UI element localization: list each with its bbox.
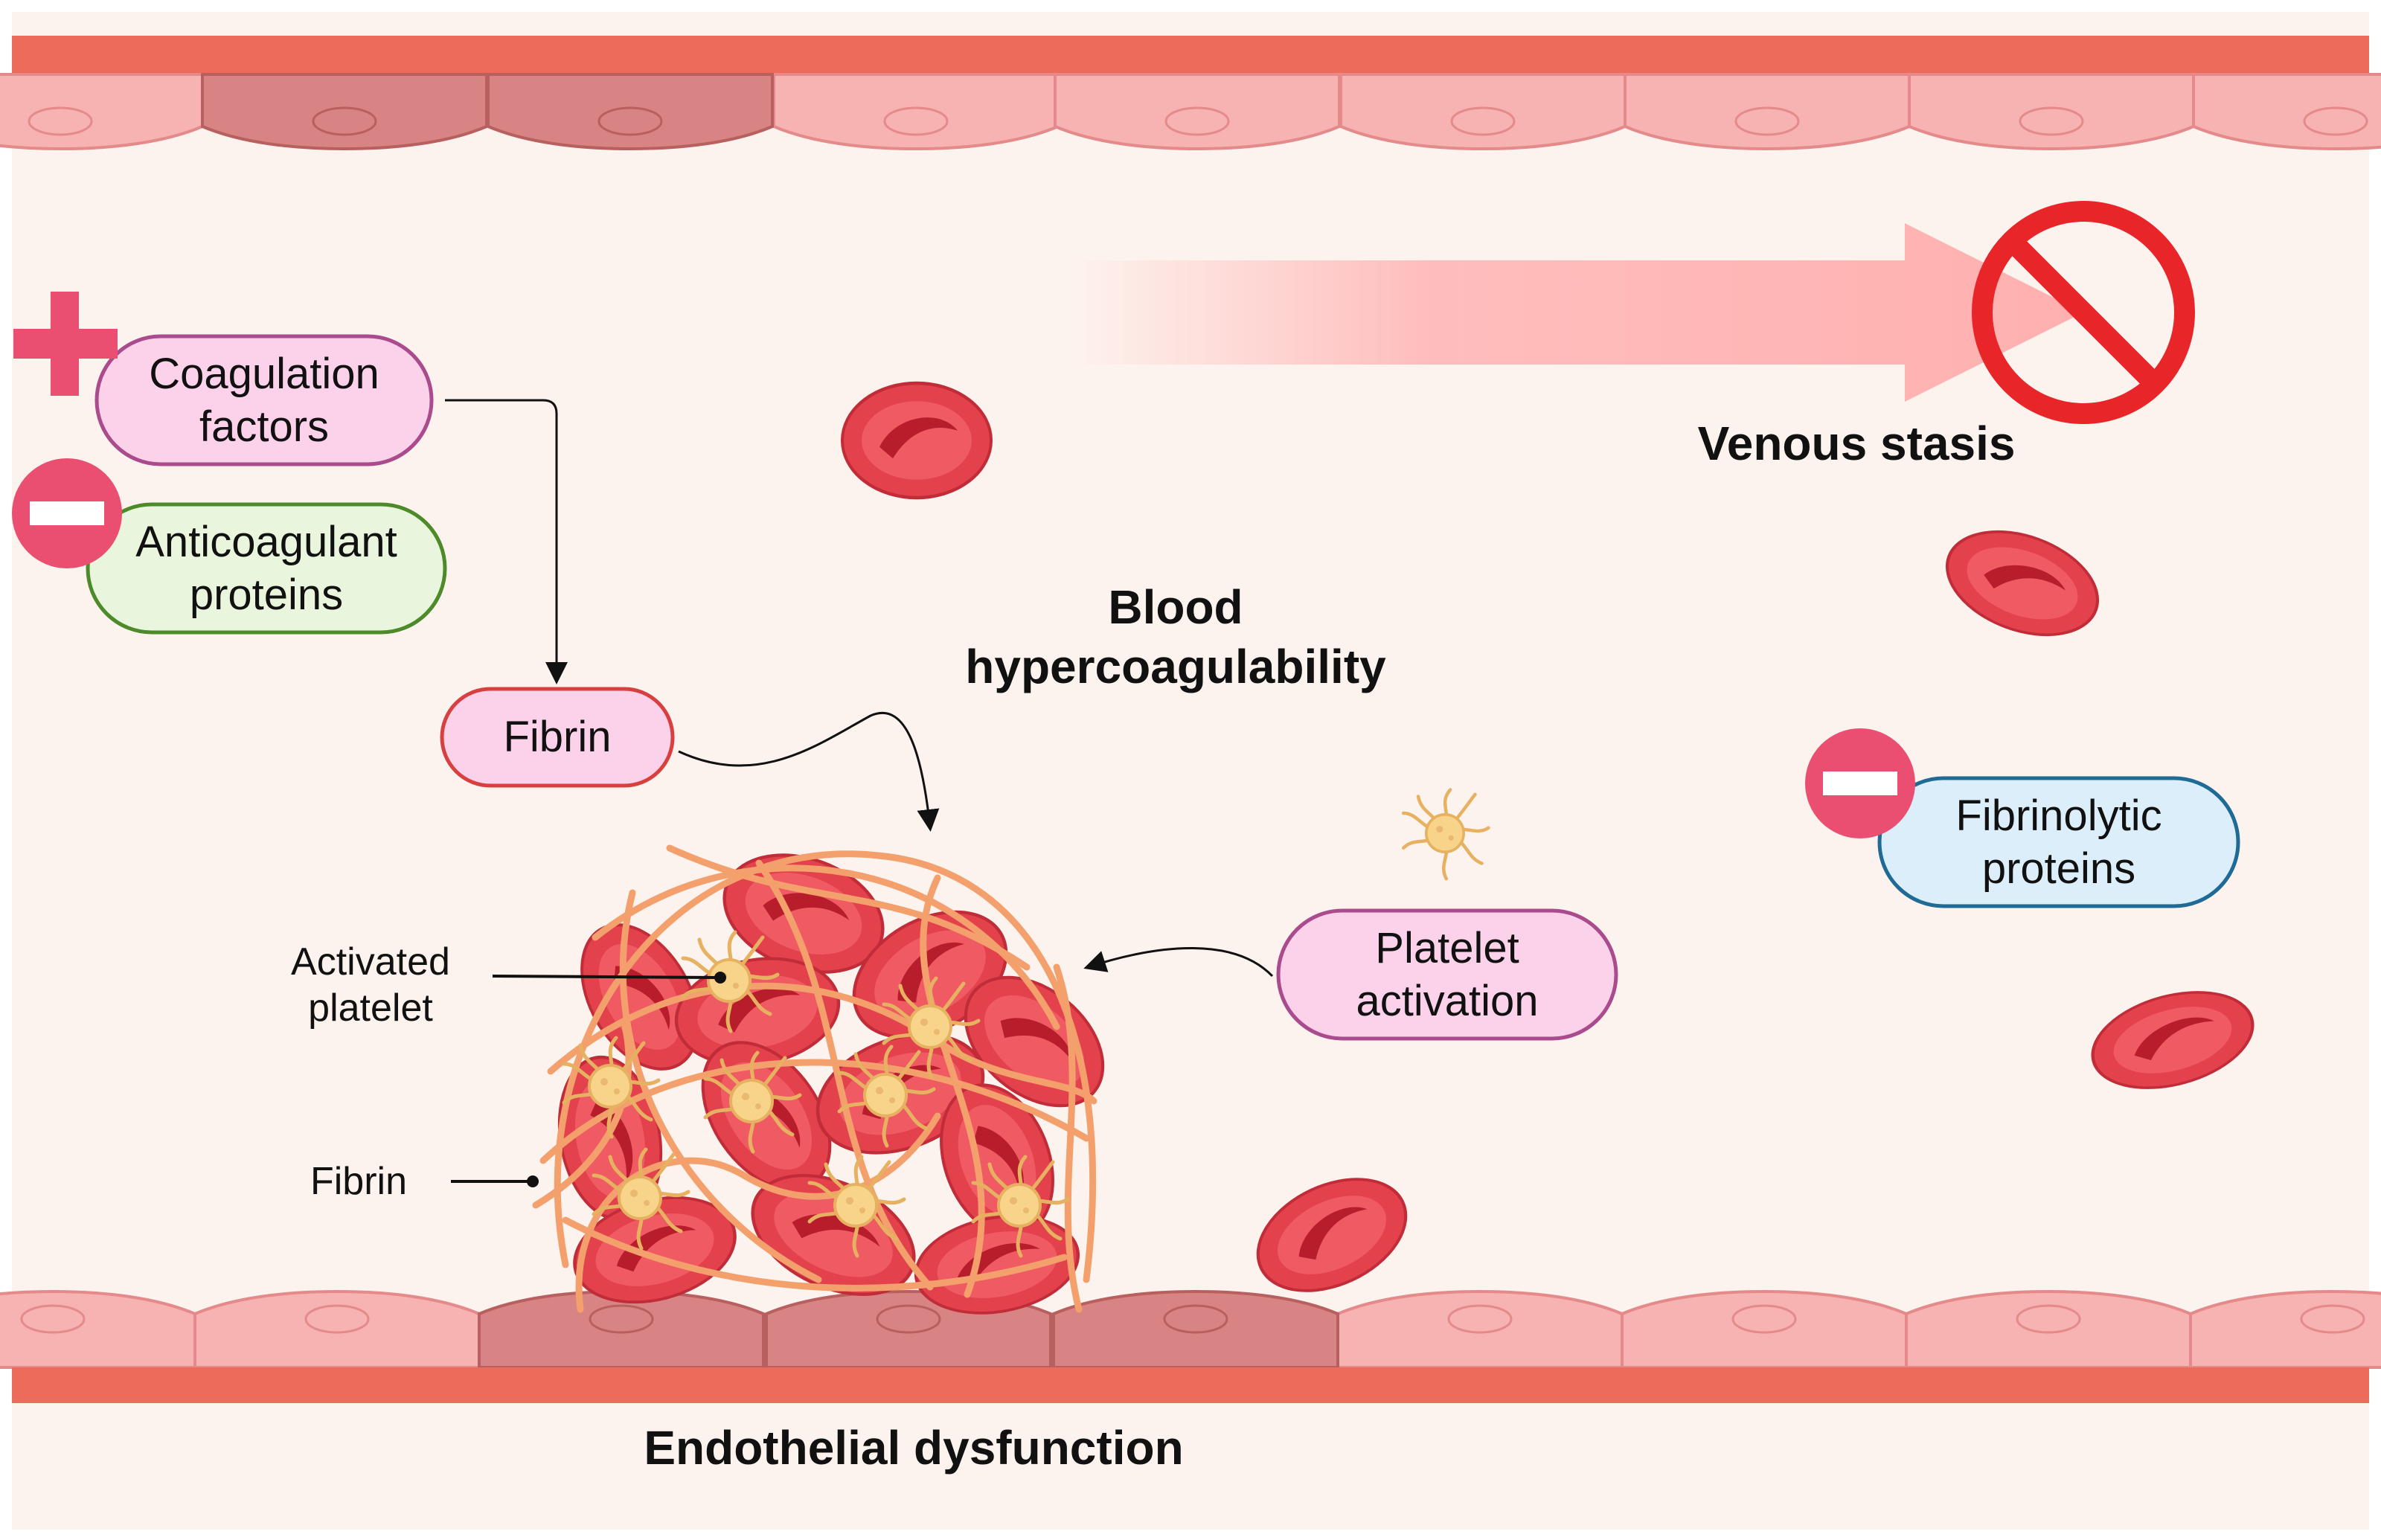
dysfunctional-endothelial-cell xyxy=(1052,1290,1339,1369)
platelet-activation-pill: Platelet activation xyxy=(1276,908,1618,1041)
fibrinolytic-proteins-line-1: Fibrinolytic xyxy=(1955,792,2162,840)
red-blood-cell-icon xyxy=(842,383,991,498)
fibrinolytic-proteins-line-2: proteins xyxy=(1982,844,2135,893)
no-entry-icon xyxy=(1972,201,2195,424)
activated-platelet-line-1: Activated xyxy=(291,940,450,984)
connector-arrow xyxy=(678,711,940,832)
anticoagulant-proteins-line-2: proteins xyxy=(190,571,343,619)
minus-icon xyxy=(1805,728,1915,838)
fibrin-mesh xyxy=(532,844,1097,1313)
fibrinolytic-proteins-pill: Fibrinolytic proteins xyxy=(1877,776,2240,908)
anticoagulant-proteins-pill: Anticoagulant proteins xyxy=(86,502,447,635)
bottom-vessel-wall xyxy=(0,1290,2381,1403)
coagulation-factors-line-1: Coagulation xyxy=(149,350,379,398)
venous-stasis-label: Venous stasis xyxy=(1698,417,2016,470)
coagulation-factors-line-2: factors xyxy=(199,402,329,451)
platelet-activation-line-1: Platelet xyxy=(1375,924,1519,972)
connector-arrow xyxy=(445,399,568,684)
blood-hypercoagulability-heading-line-2: hypercoagulability xyxy=(965,640,1386,693)
blood-hypercoagulability-heading-line-1: Blood xyxy=(1108,580,1243,634)
activated-platelet-line-2: platelet xyxy=(308,986,433,1030)
endothelial-dysfunction-heading: Endothelial dysfunction xyxy=(644,1421,1183,1475)
dysfunctional-endothelial-cell xyxy=(478,1290,765,1369)
plus-icon xyxy=(13,292,118,396)
fibrin-callout: Fibrin xyxy=(310,1160,539,1203)
platelet-activation-line-2: activation xyxy=(1356,977,1538,1025)
fibrin-callout-label: Fibrin xyxy=(310,1160,407,1203)
flow-arrow-icon xyxy=(1071,223,2083,402)
minus-icon xyxy=(12,458,122,568)
coagulation-factors-pill: Coagulation factors xyxy=(94,334,434,466)
activated-platelet-callout: Activated platelet xyxy=(291,940,726,1030)
thrombus xyxy=(532,834,1127,1325)
fibrin-pill: Fibrin xyxy=(440,687,675,788)
connector-arrow xyxy=(1083,947,1274,978)
top-vessel-wall xyxy=(0,36,2381,150)
fibrin-pill-label: Fibrin xyxy=(503,713,611,761)
anticoagulant-proteins-line-1: Anticoagulant xyxy=(135,518,397,566)
